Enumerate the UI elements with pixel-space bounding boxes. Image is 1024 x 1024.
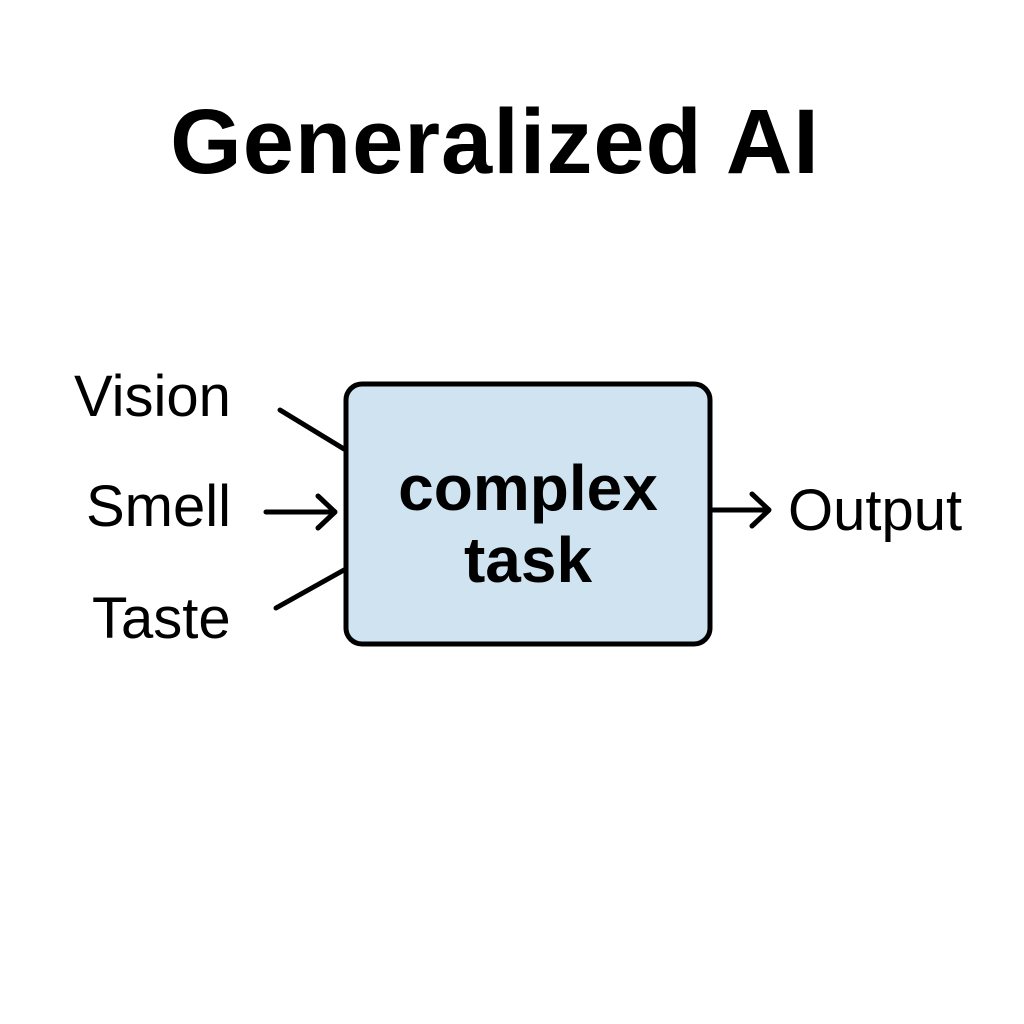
taste-connector — [273, 567, 347, 611]
output-label: Output — [788, 478, 963, 543]
diagram-title: Generalized AI — [170, 91, 820, 193]
output-arrow — [709, 491, 772, 529]
input-label-smell: Smell — [86, 474, 232, 539]
vision-connector — [277, 407, 347, 452]
smell-arrow — [263, 493, 338, 531]
complex-task-box — [343, 381, 713, 647]
input-label-vision: Vision — [74, 364, 231, 429]
complex-task-label: complex task — [346, 452, 710, 596]
input-label-taste: Taste — [92, 586, 231, 651]
complex-task-line-2: task — [463, 524, 593, 596]
complex-task-line-1: complex — [398, 452, 658, 524]
